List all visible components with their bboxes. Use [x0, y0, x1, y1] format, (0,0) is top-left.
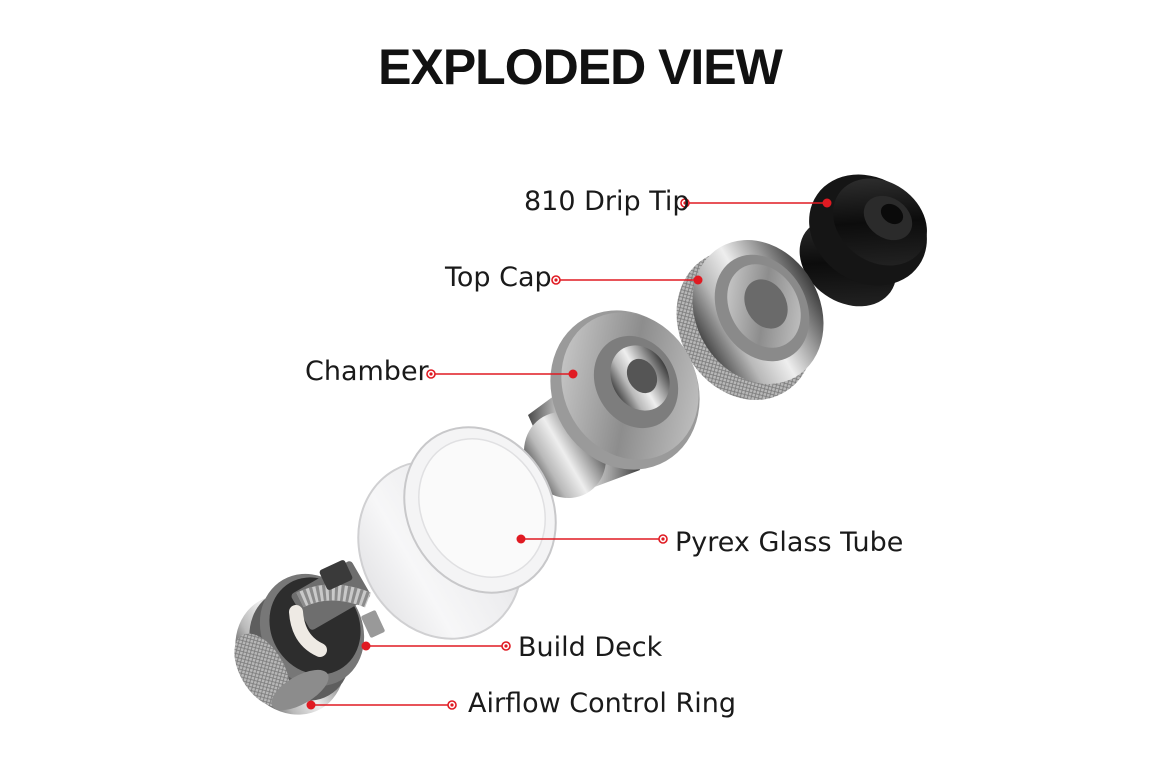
- label-airflow-ring: Airflow Control Ring: [468, 688, 736, 719]
- label-chamber: Chamber: [305, 356, 429, 387]
- leader-ring-center-top-cap: [554, 278, 558, 282]
- leader-dot-build-deck: [361, 641, 371, 651]
- drip-tip-part: [799, 174, 927, 307]
- leader-ring-center-drip-tip: [683, 201, 687, 205]
- leader-dot-chamber: [568, 369, 578, 379]
- leader-ring-center-build-deck: [504, 644, 508, 648]
- chamber-part: [523, 310, 700, 499]
- page-title: EXPLODED VIEW: [378, 39, 783, 95]
- label-drip-tip: 810 Drip Tip: [524, 186, 690, 217]
- leader-ring-center-airflow-ring: [450, 703, 454, 707]
- label-glass-tube: Pyrex Glass Tube: [675, 527, 904, 558]
- build-deck-part: [235, 560, 385, 715]
- leader-dot-airflow-ring: [306, 700, 316, 710]
- glass-tube-part: [357, 426, 557, 640]
- leader-dot-drip-tip: [822, 198, 832, 208]
- top-cap-part: [676, 240, 824, 400]
- airflow-ring-part: [234, 633, 329, 711]
- leader-dot-glass-tube: [516, 534, 526, 544]
- label-build-deck: Build Deck: [518, 632, 663, 663]
- leader-ring-center-chamber: [429, 372, 433, 376]
- label-top-cap: Top Cap: [445, 262, 552, 293]
- leader-dot-top-cap: [693, 275, 703, 285]
- leader-ring-center-glass-tube: [661, 537, 665, 541]
